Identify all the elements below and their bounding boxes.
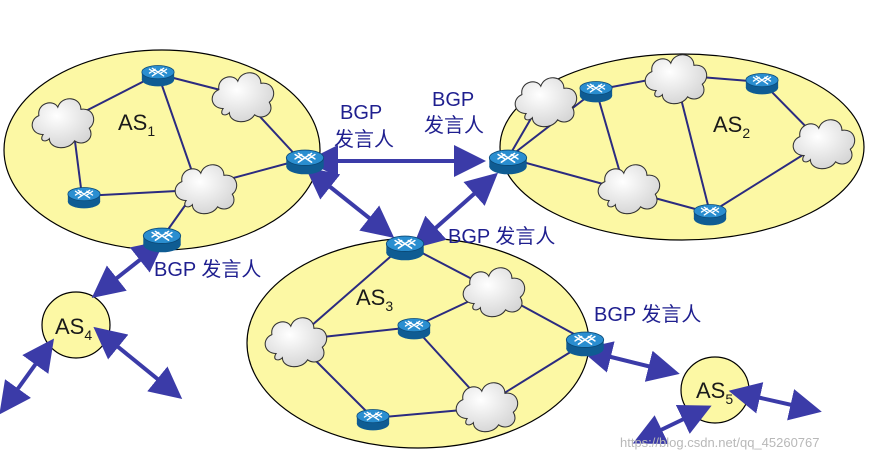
double-arrow-icon <box>93 326 183 400</box>
as4-region <box>41 291 111 359</box>
router-icon <box>397 317 431 341</box>
router-icon <box>142 227 182 254</box>
double-arrow-icon <box>579 341 680 382</box>
as4-label: AS4 <box>55 314 92 343</box>
bgp-speaker-label-as3-top: BGP 发言人 <box>448 225 555 248</box>
double-arrow-icon <box>728 382 822 421</box>
router-icon <box>141 64 175 88</box>
bgp-speaker-label-as1-bottom: BGP 发言人 <box>154 258 261 281</box>
as1-label: AS1 <box>118 110 155 139</box>
router-icon <box>356 408 390 432</box>
as5-label: AS5 <box>696 378 733 407</box>
bgp-speaker-label-as1-top: BGP <box>340 102 382 124</box>
double-arrow-icon <box>305 167 395 238</box>
router-icon <box>745 72 779 96</box>
as2-label: AS2 <box>713 112 750 141</box>
router-icon <box>385 235 425 262</box>
router-icon <box>579 80 613 104</box>
router-icon <box>565 331 605 358</box>
double-arrow-icon <box>632 405 712 445</box>
watermark-text: https://blog.csdn.net/qq_45260767 <box>620 435 820 450</box>
router-icon <box>67 186 101 210</box>
router-icon <box>693 203 727 227</box>
router-icon <box>488 149 528 176</box>
bgp-speaker-label-as1-top-cn: 发言人 <box>334 128 394 151</box>
bgp-speaker-label-as3-right: BGP 发言人 <box>594 303 701 326</box>
bgp-sessions <box>0 145 822 445</box>
double-arrow-icon <box>412 172 498 249</box>
double-arrow-icon <box>0 338 55 415</box>
double-arrow-icon <box>91 240 165 298</box>
bgp-speaker-label-as2-cn: 发言人 <box>424 114 484 137</box>
router-icon <box>285 149 325 176</box>
as3-label: AS3 <box>356 285 393 314</box>
bgp-speaker-label-as2: BGP <box>432 89 474 111</box>
